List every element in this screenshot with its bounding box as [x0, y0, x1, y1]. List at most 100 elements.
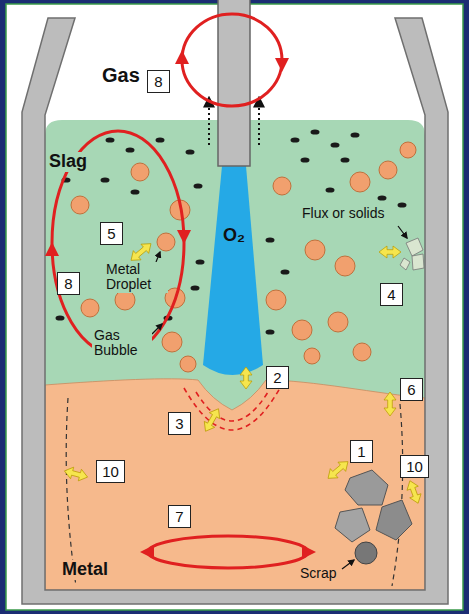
gas-loop	[182, 14, 282, 106]
metal-droplet	[328, 312, 348, 332]
flux-piece	[406, 238, 423, 256]
callout-box: 8	[57, 272, 80, 295]
crater-arcs	[184, 388, 280, 430]
region-label: Slag	[47, 152, 89, 172]
circulation-loops	[52, 14, 308, 568]
part-label: Scrap	[298, 566, 339, 581]
dashed-line	[392, 404, 403, 586]
metal-droplet	[180, 356, 196, 372]
part-label: Metal Droplet	[104, 262, 168, 293]
callout-box: 8	[147, 70, 170, 93]
dashed-arc	[184, 388, 280, 430]
metal-droplet	[81, 299, 99, 317]
callout-box: 10	[96, 460, 125, 483]
loop-arrowhead	[275, 58, 289, 72]
gas-bubble	[291, 137, 300, 142]
gas-bubble	[311, 129, 320, 134]
exchange-arrow	[63, 465, 89, 483]
exchange-arrow	[200, 406, 223, 435]
callout-box: 2	[266, 366, 289, 389]
gas-bubble	[266, 237, 275, 242]
metal-droplet	[292, 320, 312, 340]
loop-arrowhead	[302, 545, 316, 559]
exchange-arrow	[324, 457, 352, 483]
callout-number: 4	[386, 285, 397, 304]
part-label: Gas Bubble	[92, 328, 152, 359]
gas-bubble	[131, 189, 140, 194]
scrap-piece	[345, 470, 388, 505]
leaders	[152, 226, 407, 569]
scrap-pieces	[335, 470, 412, 564]
gas-bubble	[106, 137, 115, 142]
callout-number: 10	[406, 457, 423, 476]
callout-number: 8	[153, 72, 164, 91]
callout-number: 2	[272, 368, 283, 387]
jet-label: O₂	[221, 226, 247, 246]
callout-number: 8	[63, 274, 74, 293]
gas-bubble	[398, 202, 407, 207]
gas-arrow	[258, 98, 260, 145]
exchange-arrow	[404, 479, 423, 506]
scrap-piece	[376, 500, 412, 540]
exchange-arrows	[63, 239, 424, 505]
metal-loop	[148, 536, 308, 568]
metal-droplet	[350, 172, 370, 192]
loop-arrowhead	[177, 230, 191, 244]
loop-arrowhead	[45, 242, 59, 256]
oxygen-jet	[203, 166, 263, 375]
gas-bubble	[101, 177, 110, 182]
metal-droplet	[273, 177, 291, 195]
gas-bubble	[301, 157, 310, 162]
metal-droplet	[115, 290, 135, 310]
metal-droplet	[157, 233, 175, 251]
gas-bubble	[281, 269, 290, 274]
flux-piece	[400, 258, 410, 270]
metal-droplet	[379, 161, 397, 179]
gas-bubble	[56, 315, 65, 320]
metal-droplet	[335, 256, 355, 276]
gas-label: Gas	[100, 64, 142, 86]
callout-box: 1	[350, 440, 373, 463]
callout-number: 5	[106, 224, 117, 243]
loop-arrowhead	[175, 50, 189, 64]
metal-droplet	[266, 290, 286, 310]
metal-droplet	[162, 332, 182, 352]
exchange-arrow	[240, 367, 252, 389]
scrap-piece	[355, 542, 377, 564]
gas-bubble	[351, 132, 360, 137]
gas-bubble	[341, 157, 350, 162]
metal-droplet	[353, 343, 371, 361]
scrap-piece	[335, 508, 370, 542]
callout-number: 7	[174, 507, 185, 526]
gas-bubble	[196, 259, 205, 264]
gas-bubble	[378, 195, 387, 200]
metal-droplet	[400, 142, 416, 158]
callout-number: 1	[356, 442, 367, 461]
callout-box: 4	[380, 283, 403, 306]
metal-bath	[45, 379, 425, 590]
callout-number: 6	[406, 380, 417, 399]
dashed-arc	[196, 392, 268, 421]
leader-line	[342, 560, 354, 569]
particles	[56, 129, 417, 372]
callout-number: 10	[102, 462, 119, 481]
callout-box: 3	[168, 412, 191, 435]
leader-line	[156, 252, 160, 262]
leader-line	[398, 226, 407, 238]
exchange-arrow	[379, 246, 401, 258]
gas-bubble	[156, 137, 165, 142]
metal-droplet	[305, 240, 325, 260]
metal-droplet	[304, 348, 320, 364]
gas-bubble	[326, 187, 335, 192]
leader-line	[152, 324, 162, 334]
metal-droplet	[131, 163, 149, 181]
loop-heads	[45, 50, 316, 559]
callout-box: 7	[168, 505, 191, 528]
callout-box: 10	[400, 455, 429, 478]
dashed-line	[66, 398, 76, 586]
oxygen-lance	[218, 0, 250, 166]
part-label: Flux or solids	[300, 206, 386, 221]
metal-droplet	[71, 196, 89, 214]
